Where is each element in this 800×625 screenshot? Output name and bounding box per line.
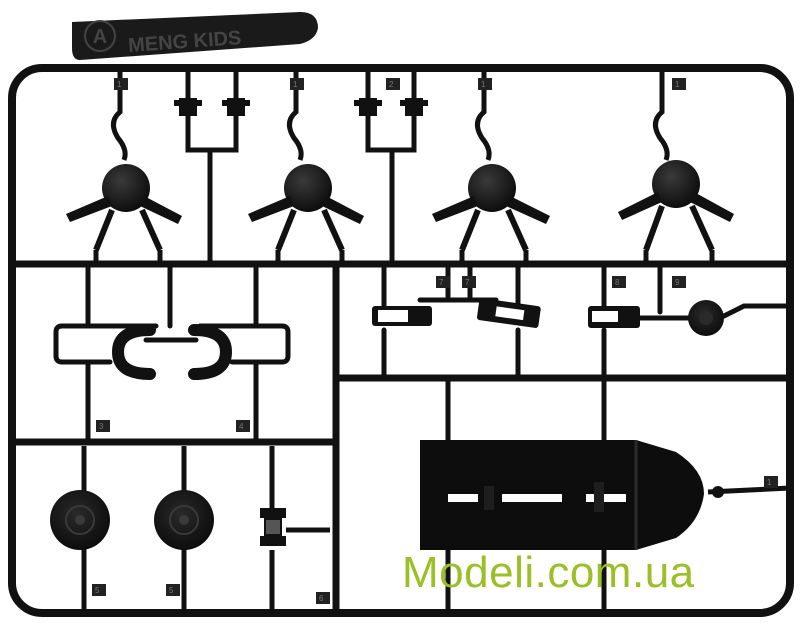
wheel-parts	[50, 446, 330, 610]
logo-circle-icon	[84, 20, 116, 52]
part-number-label: 3	[99, 422, 104, 431]
part-number-label: 8	[615, 278, 620, 287]
part-number-label: 9	[675, 278, 680, 287]
part-number-label: 6	[319, 594, 324, 603]
part-number-label: 5	[95, 586, 100, 595]
part-number-label: 7	[439, 278, 444, 287]
part-number-tabs: 1 1 2 1 1 7 7 8 9 3 4 5 5 6 1	[92, 78, 778, 604]
brand-logo-tag: A MENG KIDS	[72, 12, 318, 60]
site-watermark: Modeli.com.ua	[402, 548, 695, 597]
part-number-label: 1	[767, 478, 772, 487]
c-clip-parts	[53, 265, 291, 445]
propeller-part-2	[248, 100, 364, 264]
propeller-part-3	[432, 100, 550, 264]
propeller-part-4	[618, 100, 734, 264]
top-runners	[117, 67, 665, 267]
part-number-label: 1	[481, 80, 486, 89]
part-number-label: 4	[239, 422, 244, 431]
part-number-label: 1	[117, 80, 122, 89]
propeller-part-1	[66, 100, 182, 264]
body-shell-part	[420, 378, 791, 613]
part-number-label: 7	[465, 278, 470, 287]
logo-letter: A	[93, 26, 107, 48]
part-number-label: 5	[169, 586, 174, 595]
sprue-frame	[8, 64, 794, 617]
part-number-label: 1	[675, 80, 680, 89]
connector-blocks	[372, 298, 724, 336]
top-gate-blocks	[174, 98, 428, 116]
part-number-label: 2	[389, 80, 394, 89]
part-number-label: 1	[293, 80, 298, 89]
